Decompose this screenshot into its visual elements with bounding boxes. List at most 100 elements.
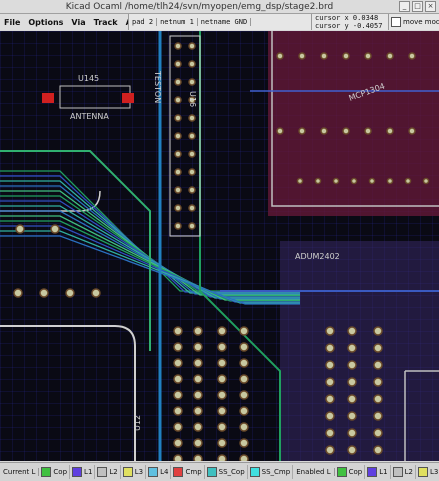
pcb-canvas[interactable]: U145 ANTENNA U16 TESTON MCP1304 ADUM2402…	[0, 31, 439, 461]
pcb-board-view[interactable]: U145 ANTENNA U16 TESTON MCP1304 ADUM2402…	[0, 31, 439, 461]
via-pad[interactable]	[217, 438, 227, 448]
enabled-layer-l3[interactable]: L3	[416, 465, 439, 479]
via-pad[interactable]	[347, 377, 357, 387]
enabled-layer-l2[interactable]: L2	[391, 465, 416, 479]
via-pad[interactable]	[174, 132, 182, 140]
via-pad[interactable]	[325, 326, 335, 336]
menu-file[interactable]: File	[4, 17, 21, 27]
via-pad[interactable]	[314, 177, 322, 185]
via-pad[interactable]	[174, 186, 182, 194]
via-pad[interactable]	[217, 342, 227, 352]
via-pad[interactable]	[188, 150, 196, 158]
via-pad[interactable]	[217, 390, 227, 400]
via-pad[interactable]	[173, 326, 183, 336]
via-pad[interactable]	[342, 52, 350, 60]
via-pad[interactable]	[373, 394, 383, 404]
close-icon[interactable]: ×	[425, 1, 436, 12]
via-pad[interactable]	[239, 374, 249, 384]
via-pad[interactable]	[217, 326, 227, 336]
via-pad[interactable]	[239, 342, 249, 352]
via-pad[interactable]	[342, 127, 350, 135]
via-pad[interactable]	[325, 377, 335, 387]
via-pad[interactable]	[174, 42, 182, 50]
current-layer-ss-cop[interactable]: SS_Cop	[205, 465, 248, 479]
via-pad[interactable]	[193, 342, 203, 352]
via-pad[interactable]	[15, 224, 25, 234]
via-pad[interactable]	[173, 454, 183, 461]
via-pad[interactable]	[188, 204, 196, 212]
current-layer-l1[interactable]: L1	[70, 465, 96, 479]
via-pad[interactable]	[173, 406, 183, 416]
via-pad[interactable]	[298, 52, 306, 60]
via-pad[interactable]	[217, 358, 227, 368]
enabled-layer-l1[interactable]: L1	[365, 465, 391, 479]
via-pad[interactable]	[193, 454, 203, 461]
via-pad[interactable]	[239, 358, 249, 368]
enabled-layer-cop[interactable]: Cop	[335, 465, 366, 479]
maximize-icon[interactable]: □	[412, 1, 423, 12]
current-layer-l2[interactable]: L2	[95, 465, 121, 479]
minimize-icon[interactable]: _	[399, 1, 410, 12]
via-pad[interactable]	[325, 394, 335, 404]
via-pad[interactable]	[173, 358, 183, 368]
via-pad[interactable]	[188, 186, 196, 194]
via-pad[interactable]	[239, 326, 249, 336]
via-pad[interactable]	[276, 127, 284, 135]
via-pad[interactable]	[188, 114, 196, 122]
via-pad[interactable]	[325, 445, 335, 455]
via-pad[interactable]	[239, 438, 249, 448]
via-pad[interactable]	[364, 127, 372, 135]
via-pad[interactable]	[39, 288, 49, 298]
via-pad[interactable]	[188, 78, 196, 86]
via-pad[interactable]	[386, 52, 394, 60]
current-layer-l3[interactable]: L3	[121, 465, 147, 479]
current-layer-cmp[interactable]: Cmp	[171, 465, 205, 479]
via-pad[interactable]	[332, 177, 340, 185]
via-pad[interactable]	[239, 422, 249, 432]
menu-track[interactable]: Track	[93, 17, 118, 27]
move-modules-toggle[interactable]: move module	[388, 14, 439, 30]
via-pad[interactable]	[373, 343, 383, 353]
current-layer-cop[interactable]: Cop	[39, 465, 71, 479]
move-modules-checkbox[interactable]	[391, 17, 401, 27]
via-pad[interactable]	[373, 445, 383, 455]
via-pad[interactable]	[173, 438, 183, 448]
via-pad[interactable]	[217, 422, 227, 432]
via-pad[interactable]	[174, 96, 182, 104]
via-pad[interactable]	[422, 177, 430, 185]
via-pad[interactable]	[373, 326, 383, 336]
via-pad[interactable]	[174, 150, 182, 158]
current-layer-ss-cmp[interactable]: SS_Cmp	[248, 465, 294, 479]
via-pad[interactable]	[347, 428, 357, 438]
via-pad[interactable]	[325, 360, 335, 370]
via-pad[interactable]	[320, 127, 328, 135]
via-pad[interactable]	[239, 454, 249, 461]
via-pad[interactable]	[373, 360, 383, 370]
via-pad[interactable]	[174, 78, 182, 86]
via-pad[interactable]	[65, 288, 75, 298]
via-pad[interactable]	[91, 288, 101, 298]
via-pad[interactable]	[188, 60, 196, 68]
via-pad[interactable]	[193, 406, 203, 416]
via-pad[interactable]	[193, 438, 203, 448]
via-pad[interactable]	[325, 428, 335, 438]
via-pad[interactable]	[13, 288, 23, 298]
via-pad[interactable]	[193, 358, 203, 368]
menu-options[interactable]: Options	[28, 17, 64, 27]
via-pad[interactable]	[217, 406, 227, 416]
via-pad[interactable]	[320, 52, 328, 60]
via-pad[interactable]	[347, 445, 357, 455]
via-pad[interactable]	[386, 177, 394, 185]
via-pad[interactable]	[193, 374, 203, 384]
via-pad[interactable]	[174, 168, 182, 176]
via-pad[interactable]	[188, 168, 196, 176]
via-pad[interactable]	[350, 177, 358, 185]
via-pad[interactable]	[239, 406, 249, 416]
via-pad[interactable]	[347, 360, 357, 370]
via-pad[interactable]	[50, 224, 60, 234]
via-pad[interactable]	[373, 377, 383, 387]
via-pad[interactable]	[408, 127, 416, 135]
via-pad[interactable]	[386, 127, 394, 135]
via-pad[interactable]	[347, 326, 357, 336]
via-pad[interactable]	[364, 52, 372, 60]
